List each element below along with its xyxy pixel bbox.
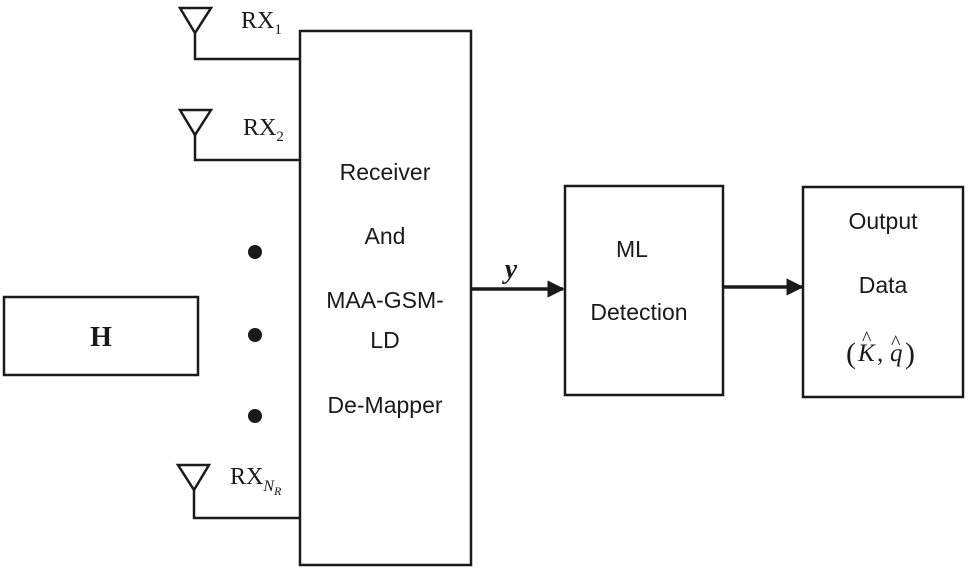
formula-comma: ,	[877, 340, 883, 367]
ellipsis-dot	[248, 328, 262, 342]
output-line-2: Data	[859, 272, 908, 298]
output-line-1: Output	[848, 208, 918, 234]
receiver-line-2: And	[365, 223, 406, 249]
antenna-rx1-label-subscript: 1	[274, 22, 282, 38]
antenna-rx1: RX1	[177, 6, 300, 61]
antenna-rx-nr: RXNR	[175, 463, 300, 520]
formula-close-paren: )	[905, 337, 915, 370]
antenna-rx-nr-label-base: RX	[230, 464, 263, 490]
antenna-rx-nr-label-sub-subscript: R	[273, 484, 282, 498]
antenna-rx-nr-feed-line	[192, 490, 300, 520]
formula-open-paren: (	[846, 337, 856, 370]
ml-detection-block	[563, 184, 725, 397]
output-data-block	[801, 185, 965, 399]
antenna-icon	[177, 108, 214, 138]
ml-detection-line-1: ML	[616, 236, 648, 262]
formula-q-hat: ^	[891, 332, 901, 354]
antenna-rx-nr-label-subscript: N	[262, 478, 275, 495]
signal-y-label: y	[502, 254, 518, 285]
antenna-icon	[175, 463, 212, 493]
receiver-line-5: De-Mapper	[327, 392, 442, 418]
ml-detection-line-2: Detection	[590, 299, 687, 325]
formula-q: q	[890, 340, 903, 367]
antenna-rx2-feed-line	[193, 135, 300, 162]
receiver-line-4: LD	[370, 327, 399, 353]
antenna-icon	[177, 6, 214, 36]
formula-k-hat: ^	[862, 328, 872, 350]
antenna-rx2: RX2	[177, 108, 300, 162]
ellipsis-dot	[248, 409, 262, 423]
channel-h-label: H	[90, 322, 112, 353]
antenna-rx1-label: RX1	[241, 8, 282, 38]
antenna-rx2-label-subscript: 2	[276, 129, 284, 145]
ellipsis-dot	[248, 245, 262, 259]
receiver-demapper-block	[298, 29, 473, 567]
antenna-rx2-label-base: RX	[243, 115, 276, 141]
output-formula: ( K ^ , q ^ )	[846, 328, 915, 370]
formula-k: K	[857, 340, 876, 367]
receiver-line-3: MAA-GSM-	[326, 287, 444, 313]
antenna-rx1-label-base: RX	[241, 8, 274, 34]
antenna-rx-nr-label: RXNR	[230, 464, 282, 498]
antenna-rx1-feed-line	[193, 33, 300, 61]
receiver-line-1: Receiver	[340, 159, 431, 185]
antenna-rx2-label: RX2	[243, 115, 284, 145]
channel-h-block	[2, 295, 200, 377]
